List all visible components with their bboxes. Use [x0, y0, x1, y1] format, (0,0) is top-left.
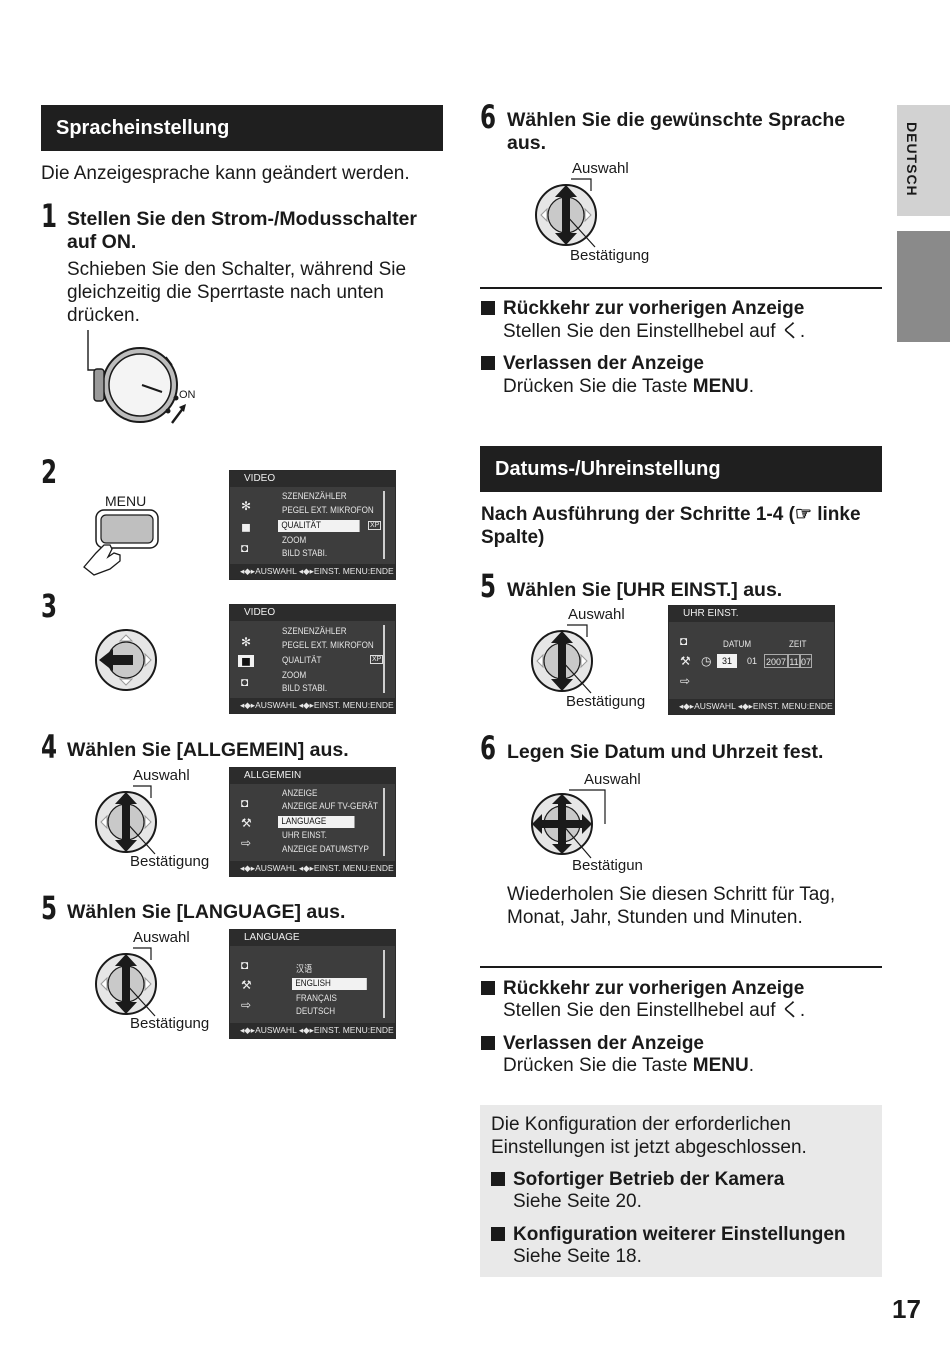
lcd-video-screen-step2: VIDEO ✻ ◼ ◘ SZENENZÄHLER PEGEL EXT. MIKR… [229, 470, 396, 580]
menu-button-label: MENU [105, 493, 147, 509]
exit-heading-2: Verlassen der Anzeige [481, 1032, 704, 1055]
after-steps-note: Nach Ausführung der Schritte 1-4 (☞ link… [481, 504, 861, 548]
control-lever-updown-icon [95, 947, 157, 1017]
back-heading-1: Rückkehr zur vorherigen Anzeige [481, 297, 804, 320]
camera-icon: ◘ [241, 958, 249, 972]
exit-heading-1: Verlassen der Anzeige [481, 352, 704, 375]
control-lever-4way-icon [531, 789, 606, 859]
camera-icon: ◘ [241, 796, 249, 810]
box-item2-title: Konfiguration weiterer Einstellungen [491, 1223, 846, 1246]
video-camera-icon: ◼ [241, 520, 251, 534]
step5-title-right: Wählen Sie [UHR EINST.] aus. [507, 579, 783, 601]
exit-arrow-icon: ⇨ [241, 836, 252, 850]
bestaetigung-label: Bestätigung [130, 853, 210, 870]
camera-icon: ◘ [241, 675, 249, 689]
step-number: 6 [480, 729, 497, 767]
side-tab-marker [897, 231, 950, 342]
control-lever-updown-icon [95, 785, 157, 855]
lcd-video-screen-step3: VIDEO ✻ ◼ ◘ SZENENZÄHLER PEGEL EXT. MIKR… [229, 604, 396, 714]
language-side-tab [897, 105, 950, 216]
step4-title: Wählen Sie [ALLGEMEIN] aus. [67, 739, 349, 761]
auswahl-label: Auswahl [568, 606, 625, 623]
camera-icon: ◘ [680, 634, 688, 648]
tools-icon: ⚒ [241, 978, 252, 992]
auswahl-label: Auswahl [584, 771, 641, 788]
lcd-language-screen: LANGUAGE ◘ ⚒ ⇨ 汉语 ENGLISH FRANÇAIS DEUTS… [229, 929, 396, 1039]
exit-arrow-icon: ⇨ [680, 674, 691, 688]
bestaetigung-label: Bestätigung [130, 1015, 210, 1032]
exit-arrow-icon: ⇨ [241, 998, 252, 1012]
bestaetigung-label: Bestätigung [570, 247, 650, 264]
video-camera-icon: ◼ [238, 655, 254, 667]
lcd-allgemein-screen: ALLGEMEIN ◘ ⚒ ⇨ ANZEIGE ANZEIGE AUF TV-G… [229, 767, 396, 877]
camera-icon: ◘ [241, 541, 249, 555]
back-body-2: Stellen Sie den Einstellhebel auf く. [503, 1000, 806, 1021]
section-title-date: Datums-/Uhreinstellung [480, 446, 882, 492]
step-number: 2 [41, 453, 58, 491]
auswahl-label: Auswahl [133, 929, 190, 946]
step-number: 4 [41, 728, 58, 766]
bestaetigung-label: Bestätigung [566, 693, 646, 710]
step-number: 5 [41, 889, 58, 927]
language-intro: Die Anzeigesprache kann geändert werden. [41, 163, 410, 184]
repeat-instruction: Wiederholen Sie diesen Schritt für Tag,M… [507, 884, 836, 928]
step5-title-left: Wählen Sie [LANGUAGE] aus. [67, 901, 346, 923]
step-number: 6 [480, 98, 497, 136]
clock-icon: ◷ [701, 654, 712, 668]
box-item2-body: Siehe Seite 18. [513, 1246, 642, 1267]
auswahl-label: Auswahl [572, 160, 629, 177]
box-item1-body: Siehe Seite 20. [513, 1191, 642, 1212]
snowflake-icon: ✻ [241, 499, 252, 513]
tools-icon: ⚒ [241, 816, 252, 830]
bestaetigung-label: Bestätigun [572, 857, 643, 874]
on-label: ON [179, 389, 196, 401]
menu-button-illustration [83, 509, 159, 576]
control-lever-updown-icon [531, 624, 593, 694]
step-number: 3 [41, 587, 58, 625]
language-side-tab-label: DEUTSCH [904, 122, 920, 197]
step-number: 5 [480, 567, 497, 605]
lcd-uhr-screen: UHR EINST. ◘ ⚒ ⇨ ◷ DATUM ZEIT 31 01 2007… [668, 605, 835, 715]
auswahl-label: Auswahl [133, 767, 190, 784]
section-title-language: Spracheinstellung [41, 105, 443, 151]
box-item1-title: Sofortiger Betrieb der Kamera [491, 1168, 784, 1191]
divider [480, 287, 882, 289]
tools-icon: ⚒ [680, 654, 691, 668]
page-number: 17 [892, 1294, 921, 1324]
back-heading-2: Rückkehr zur vorherigen Anzeige [481, 977, 804, 1000]
exit-body-2: Drücken Sie die Taste MENU. [503, 1055, 754, 1076]
back-body-1: Stellen Sie den Einstellhebel auf く. [503, 321, 806, 342]
exit-body-1: Drücken Sie die Taste MENU. [503, 376, 754, 397]
completion-info-box [480, 1105, 882, 1277]
snowflake-icon: ✻ [241, 635, 252, 649]
control-lever-left-icon [95, 629, 157, 691]
power-dial-illustration [87, 330, 186, 424]
step-number: 1 [41, 197, 58, 235]
divider [480, 966, 882, 968]
control-lever-updown-icon [535, 178, 597, 248]
step6-title-date: Legen Sie Datum und Uhrzeit fest. [507, 741, 824, 763]
